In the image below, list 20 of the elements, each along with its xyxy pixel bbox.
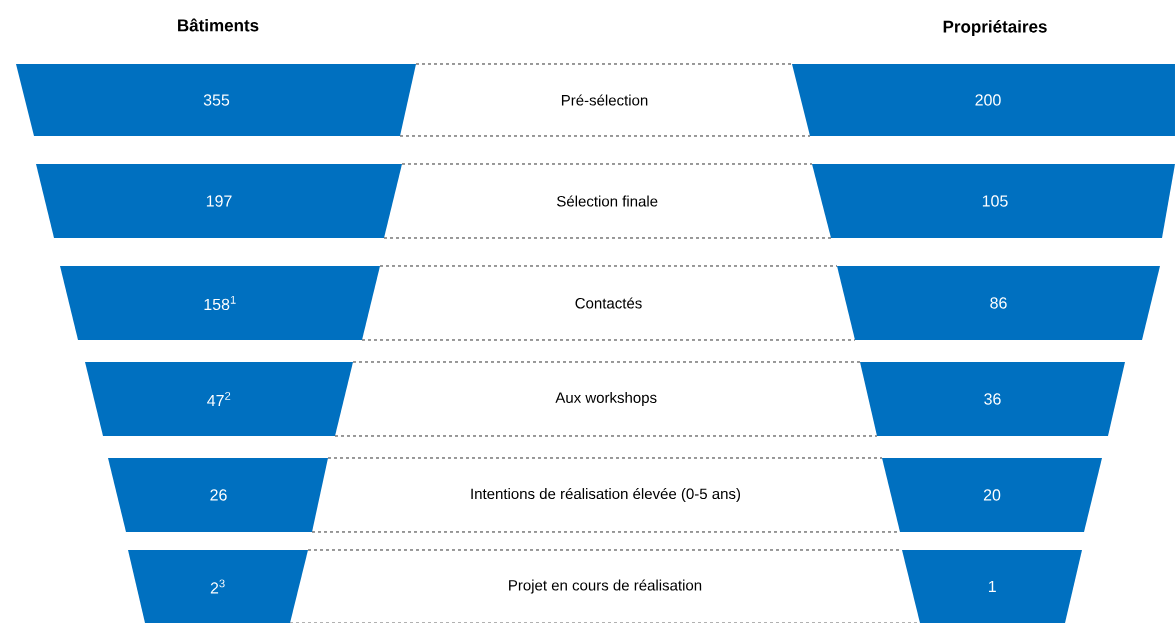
- funnel-segment: 105: [812, 164, 1175, 238]
- funnel-segment: 47$^{2}$: [85, 362, 353, 436]
- funnel-segment: 2$^{3}$: [128, 550, 308, 623]
- funnel-segment: 26: [108, 458, 328, 532]
- funnel-segment: 355: [16, 64, 416, 136]
- stage-band: Pré-sélection: [399, 63, 811, 137]
- funnel-segment: 20: [882, 458, 1102, 532]
- column-heading: Bâtiments: [178, 18, 259, 32]
- stage-band: Aux workshops: [334, 361, 878, 437]
- stage-band: Intentions de réalisation élevée (0-5 ans): [311, 457, 901, 533]
- stage-band: Projet en cours de réalisation: [289, 549, 921, 623]
- funnel-segment: 158$^{1}$: [60, 266, 380, 340]
- funnel-segment: 86: [837, 266, 1160, 340]
- funnel-segment: 36: [860, 362, 1125, 436]
- funnel-segment: 197: [36, 164, 402, 238]
- column-heading: Propriétaires: [943, 20, 1047, 36]
- funnel-segment: 1: [902, 550, 1082, 623]
- stage-band: Contactés: [361, 265, 856, 341]
- funnel-segment: 200: [792, 64, 1175, 136]
- stage-band: Sélection finale: [383, 163, 832, 239]
